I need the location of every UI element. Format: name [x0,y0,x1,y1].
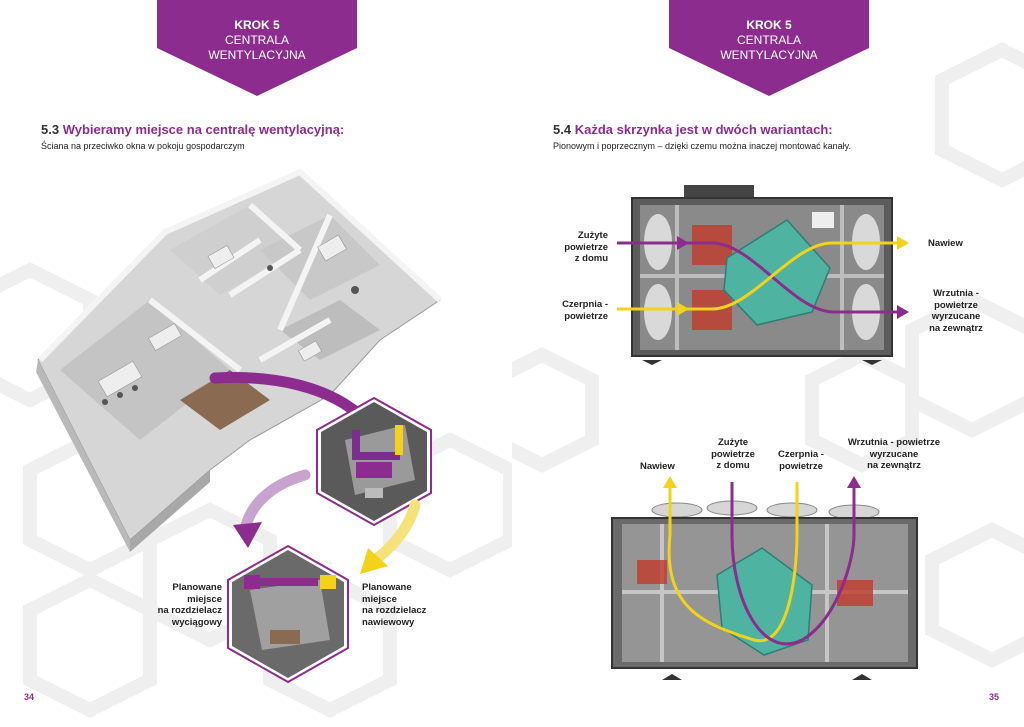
section-title: Wybieramy miejsce na centralę wentylacyj… [62,122,345,137]
banner-step: KROK 5 [234,18,280,32]
label-used-air-v: Zużyte powietrze z domu [711,437,755,471]
section-heading: 5.3 Wybieramy miejsce na centralę wentyl… [41,122,344,137]
label-used-air-h: Zużyte powietrze z domu [564,230,608,264]
section-subtitle: Pionowym i poprzecznym – dzięki czemu mo… [553,141,851,151]
floorplan-illustration [36,168,443,684]
page-number: 35 [989,692,1000,702]
horizontal-unit-illustration [617,185,909,365]
step-banner: KROK 5 CENTRALA WENTYLACYJNA [669,0,869,96]
label-exhaust-h: Wrzutnia - powietrze wyrzucane na zewnąt… [929,288,983,334]
right-page: KROK 5 CENTRALA WENTYLACYJNA 5.4 Każda s… [512,0,1024,727]
banner-step: KROK 5 [746,18,792,32]
banner-line: WENTYLACYJNA [208,48,306,62]
label-intake-h: Czerpnia - powietrze [562,299,608,322]
left-page: KROK 5 CENTRALA WENTYLACYJNA 5.3 Wybiera… [0,0,512,718]
label-supply-v: Nawiew [640,461,675,472]
step-banner: KROK 5 CENTRALA WENTYLACYJNA [157,0,357,96]
label-exhaust-distributor: Planowane miejsce na rozdzielacz wyciągo… [157,582,222,628]
section-subtitle: Ściana na przeciwko okna w pokoju gospod… [41,141,245,151]
label-intake-v: Czerpnia - powietrze [778,449,824,472]
vertical-unit-illustration [611,476,918,680]
page-number: 34 [24,692,35,702]
label-exhaust-v: Wrzutnia - powietrze wyrzucane na zewnąt… [847,437,941,471]
section-title: Każda skrzynka jest w dwóch wariantach: [574,122,833,137]
label-supply-distributor: Planowane miejsce na rozdzielacz nawiewo… [362,582,427,628]
banner-line: CENTRALA [224,33,289,47]
label-supply-h: Nawiew [928,238,963,249]
section-heading: 5.4 Każda skrzynka jest w dwóch warianta… [553,122,833,137]
banner-line: WENTYLACYJNA [720,48,818,62]
section-number: 5.3 [41,122,60,137]
banner-line: CENTRALA [736,33,801,47]
section-number: 5.4 [553,122,572,137]
